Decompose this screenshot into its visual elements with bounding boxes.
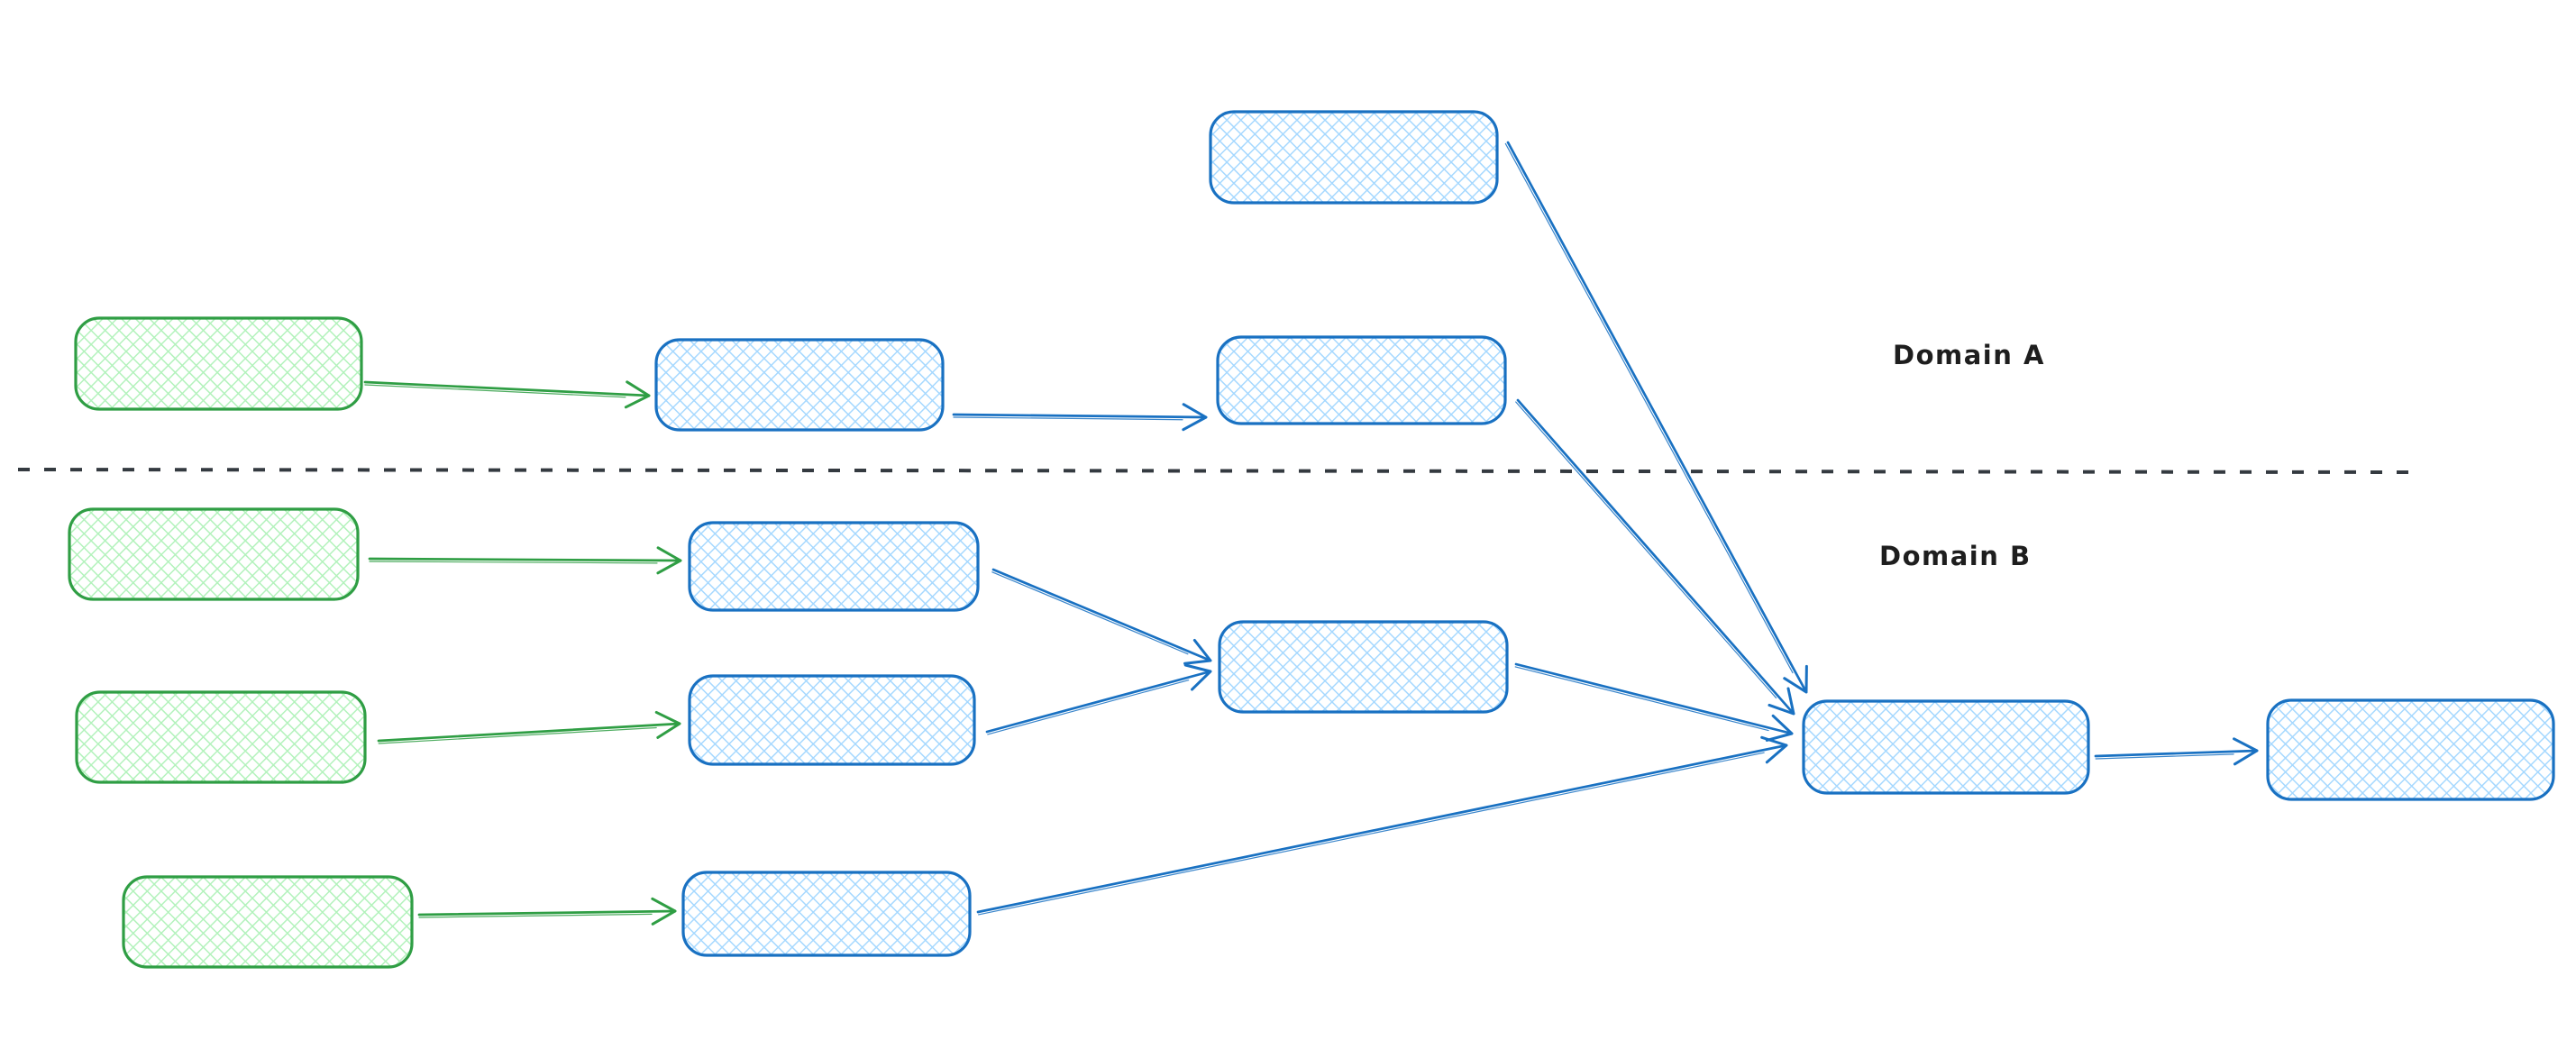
edge-green-a-to-blue-a1: [363, 380, 651, 409]
edge-sketch-stroke: [1514, 666, 1769, 732]
node-green-a: [74, 316, 363, 411]
edge-sketch-stroke: [364, 384, 626, 398]
domain-b-label: Domain B: [1879, 541, 2032, 571]
edge-sketch-stroke: [418, 913, 653, 918]
edge-aggregator-to-output: [2094, 737, 2259, 766]
edge-sketch-stroke: [987, 680, 1190, 735]
edge-green-b3-to-blue-b3: [417, 897, 677, 926]
domain-a-label: Domain A: [1893, 340, 2045, 370]
edge-green-b2-to-blue-b2: [377, 710, 681, 744]
domain-divider-line: [17, 468, 2415, 474]
node-blue-a1: [654, 338, 945, 432]
edge-sketch-stroke: [2095, 753, 2234, 760]
node-blue-a2: [1216, 335, 1507, 425]
node-blue-merge: [1218, 620, 1509, 714]
edge-blue-a1-to-blue-a2: [952, 403, 1208, 432]
node-blue-aggregator: [1802, 699, 2090, 795]
node-green-b1: [68, 507, 360, 601]
edge-sketch-stroke: [369, 561, 658, 564]
edge-top-blue-to-aggregator: [1504, 141, 1808, 694]
edge-blue-b3-to-aggregator: [976, 735, 1788, 916]
edge-blue-merge-to-aggregator: [1514, 662, 1794, 742]
edge-sketch-stroke: [978, 752, 1765, 916]
edges-layer: [363, 141, 2259, 926]
node-blue-b1: [688, 521, 980, 612]
node-green-b2: [75, 690, 367, 784]
edge-sketch-stroke: [378, 726, 657, 744]
edge-sketch-stroke: [1504, 142, 1794, 674]
edge-blue-a2-to-aggregator: [1515, 398, 1795, 716]
nodes-layer: [68, 110, 2555, 969]
edge-blue-b1-to-blue-merge: [991, 568, 1212, 665]
node-blue-b3: [681, 871, 972, 957]
edge-sketch-stroke: [1515, 401, 1777, 699]
node-green-b3: [122, 875, 414, 969]
edge-green-b1-to-blue-b1: [368, 546, 682, 575]
edge-sketch-stroke: [953, 416, 1183, 421]
node-top-blue: [1209, 110, 1499, 205]
divider-layer: [17, 468, 2415, 474]
edge-sketch-stroke: [991, 571, 1189, 655]
edge-blue-b2-to-blue-merge: [985, 663, 1212, 735]
node-blue-b2: [688, 674, 976, 766]
node-blue-output: [2266, 698, 2555, 801]
